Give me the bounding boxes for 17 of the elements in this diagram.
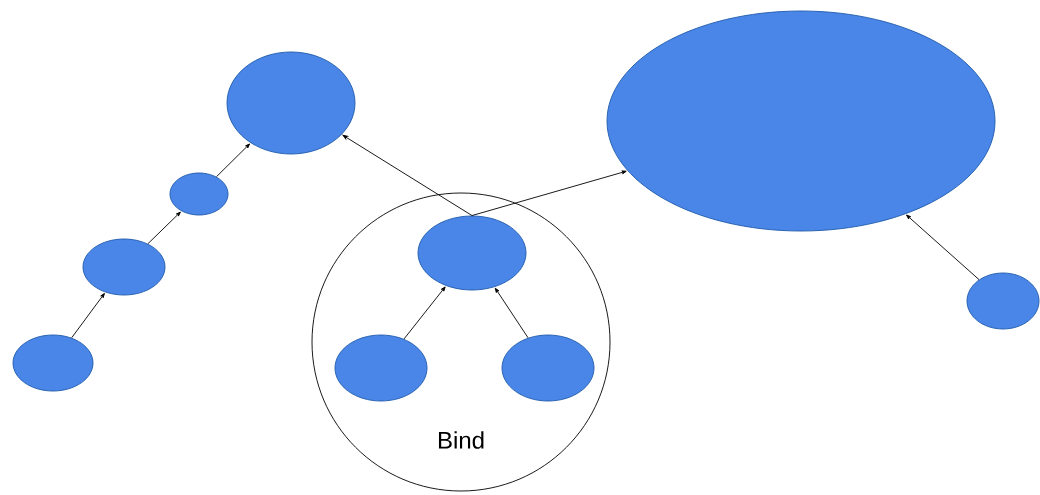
ellipse-shape [226,51,356,155]
ellipse-shape [966,272,1040,330]
arrow [216,143,251,178]
arrow [342,134,473,216]
ellipse-shape [12,334,94,392]
ellipse-shape [501,334,595,402]
arrow [906,214,980,281]
arrow [147,211,181,245]
ellipse-shape [334,334,428,402]
ellipse-shape [606,10,996,232]
ellipse-shape [169,172,229,216]
arrow [403,286,446,340]
arrow [471,170,627,216]
ellipse-shape [417,215,527,291]
arrow [494,287,529,339]
arrow [71,293,105,339]
ellipse-shape [82,238,166,296]
